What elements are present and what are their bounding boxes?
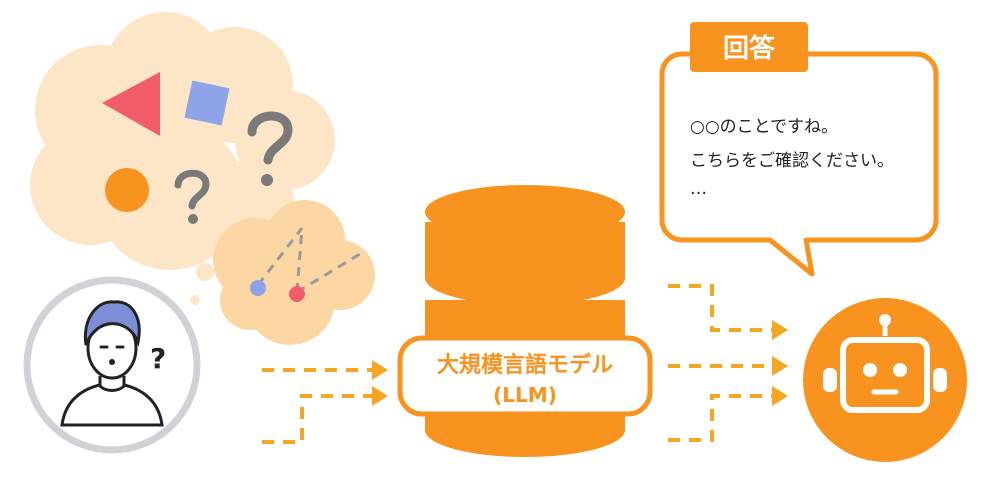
question-icon-small [174, 169, 210, 210]
speech-bubble [659, 51, 939, 277]
question-dot-small [188, 214, 198, 224]
blue-dot [250, 280, 266, 296]
input-arrows [262, 368, 372, 444]
circle-shape [105, 168, 149, 212]
idea-connections [256, 227, 361, 294]
arrowhead [772, 386, 788, 406]
llm-label: 大規模言語モデル [437, 352, 613, 378]
arrowhead [372, 386, 388, 406]
question-dot [261, 174, 273, 186]
arrowhead [772, 356, 788, 376]
arrowhead [372, 360, 388, 380]
answer-badge: 回答 [690, 22, 808, 72]
llm-sub-label: (LLM) [493, 383, 557, 407]
diamond-shape [184, 80, 230, 126]
robot-icon [803, 298, 967, 462]
answer-line-1: ○○のことですね。 [690, 117, 838, 137]
answer-line-2: こちらをご確認ください。 [690, 151, 894, 171]
arrowhead [772, 320, 788, 340]
user-avatar [23, 276, 201, 454]
answer-line-3: … [690, 179, 707, 199]
triangle-shape [102, 72, 160, 136]
llm-label-box: 大規模言語モデル (LLM) [397, 335, 653, 417]
user-question-mark: ? [150, 342, 166, 375]
red-dot [289, 286, 305, 302]
question-icon [247, 111, 293, 165]
answer-badge-label: 回答 [723, 33, 776, 64]
output-arrows [668, 284, 772, 442]
